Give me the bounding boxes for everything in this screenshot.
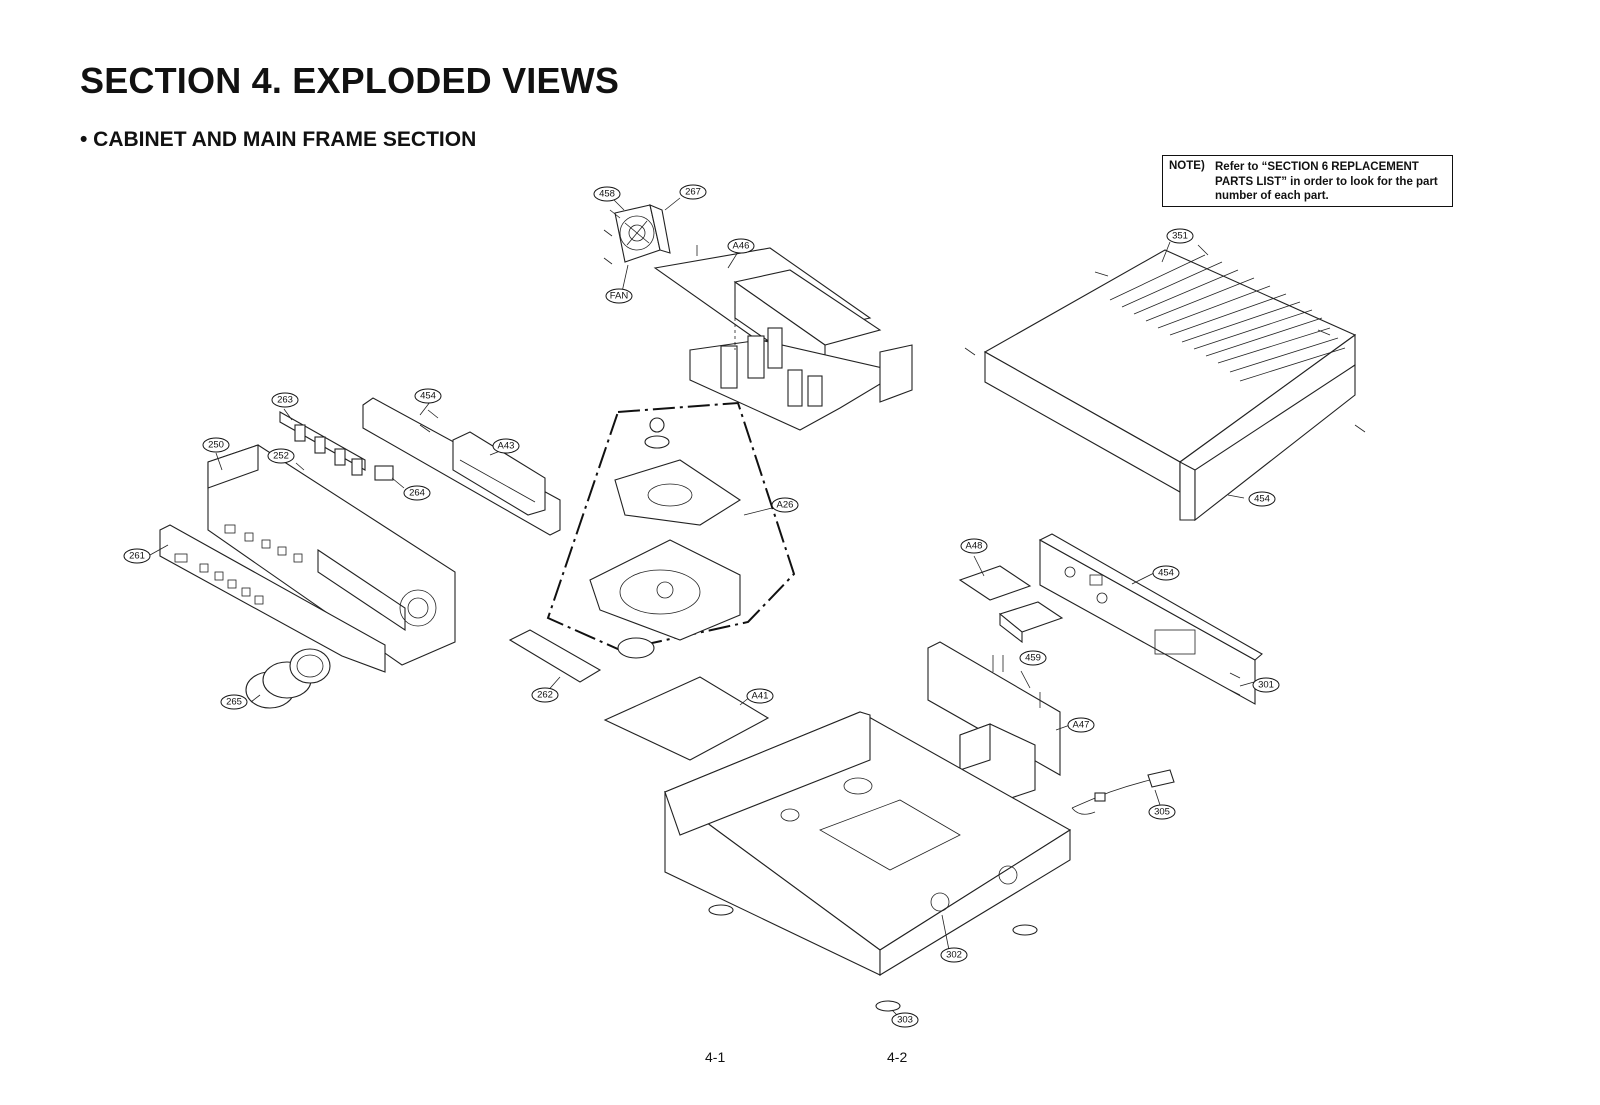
callout-A47: A47 [1067,717,1095,733]
page-title: SECTION 4. EXPLODED VIEWS [80,60,620,101]
callout-A48: A48 [960,538,988,554]
jack-board-A48 [958,565,1064,644]
rear-panel-301 [1038,533,1263,705]
svg-text:454: 454 [1254,494,1270,505]
svg-text:252: 252 [273,451,289,462]
page-number-right: 4-2 [887,1049,908,1065]
switch-bracket-263 [279,411,366,476]
main-board-A41 [603,676,770,761]
note-text: Refer to “SECTION 6 REPLACEMENT PARTS LI… [1215,161,1438,202]
svg-text:263: 263 [277,395,293,406]
top-cover [983,249,1357,522]
callout-454: 454 [414,388,442,404]
part-264 [374,465,394,481]
svg-text:302: 302 [946,950,962,961]
callout-264: 264 [403,485,431,501]
svg-text:351: 351 [1172,231,1188,242]
svg-text:262: 262 [537,690,553,701]
note-label: NOTE) [1169,160,1205,172]
svg-text:305: 305 [1154,807,1170,818]
svg-text:454: 454 [1158,568,1174,579]
chassis [663,711,1072,1012]
callout-458: 458 [593,186,621,202]
callout-454: 454 [1152,565,1180,581]
callout-252: 252 [267,448,295,464]
svg-text:A48: A48 [966,541,983,552]
loader-A26 [589,417,742,659]
svg-text:A26: A26 [777,500,794,511]
callout-250: 250 [202,437,230,453]
svg-text:459: 459 [1025,653,1041,664]
callout-A41: A41 [746,688,774,704]
callout-302: 302 [940,947,968,963]
display-board-A43 [362,397,561,536]
fan-assembly [614,204,671,263]
callout-262: 262 [531,687,559,703]
svg-text:454: 454 [420,391,436,402]
svg-text:261: 261 [129,551,145,562]
callout-301: 301 [1252,677,1280,693]
svg-text:267: 267 [685,187,701,198]
callout-261: 261 [123,548,151,564]
tray-panel-262 [508,629,602,683]
svg-text:FAN: FAN [610,291,629,302]
svg-text:A46: A46 [733,241,750,252]
svg-text:458: 458 [599,189,615,200]
callout-454: 454 [1248,491,1276,507]
svg-text:A41: A41 [752,691,769,702]
leader-lines [149,197,1255,1021]
note-box: NOTE) Refer to “SECTION 6 REPLACEMENT PA… [1162,155,1453,207]
callout-263: 263 [271,392,299,408]
front-panel [207,444,456,666]
callout-305: 305 [1148,804,1176,820]
front-window-261 [159,524,386,673]
power-cord-305 [1071,769,1175,815]
callout-fan: FAN [605,288,633,304]
callout-265: 265 [220,694,248,710]
callout-351: 351 [1166,228,1194,244]
svg-text:A47: A47 [1073,720,1090,731]
svg-text:301: 301 [1258,680,1274,691]
callout-459: 459 [1019,650,1047,666]
svg-text:A43: A43 [498,441,515,452]
screws [419,209,1366,708]
svg-text:265: 265 [226,697,242,708]
svg-text:264: 264 [409,488,425,499]
section-subtitle: • CABINET AND MAIN FRAME SECTION [80,128,477,151]
power-amp-board [653,247,913,431]
callout-A26: A26 [771,497,799,513]
knob-265 [245,648,331,709]
svg-text:303: 303 [897,1015,913,1026]
callout-A46: A46 [727,238,755,254]
callout-A43: A43 [492,438,520,454]
svg-text:250: 250 [208,440,224,451]
callout-267: 267 [679,184,707,200]
callout-303: 303 [891,1012,919,1028]
page-number-left: 4-1 [705,1049,726,1065]
loader-boundary [546,401,796,652]
